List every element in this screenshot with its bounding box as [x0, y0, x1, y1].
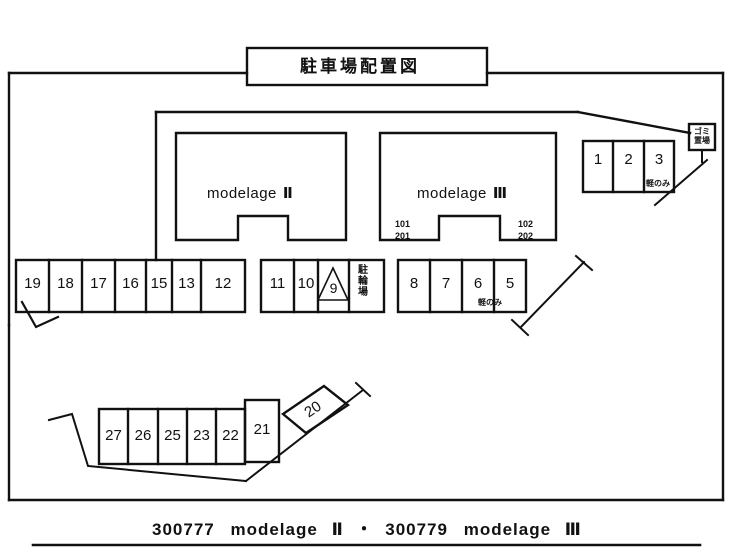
room-number-101: 101	[395, 219, 411, 229]
stall-block-left-row	[14, 258, 247, 314]
stall-label-1[interactable]: 1	[593, 151, 603, 168]
title-box	[245, 46, 489, 87]
stall-label-6[interactable]: 6	[473, 275, 483, 292]
bottom-left-boundary	[47, 412, 248, 483]
stall-label-9[interactable]: 9	[329, 280, 338, 296]
garbage-area-label: ゴミ 置場	[691, 127, 713, 145]
stall-label-15[interactable]: 15	[150, 275, 168, 292]
room-number-102: 102	[518, 219, 534, 229]
stall-label-27[interactable]: 27	[105, 427, 122, 444]
driveway-line-right	[653, 158, 709, 207]
stall-9-triangle	[316, 266, 350, 301]
stall-block-middle-row	[259, 258, 386, 314]
building-roman-text: Ⅲ	[492, 185, 508, 202]
driveway-tick-start	[510, 318, 530, 337]
stall-label-21[interactable]: 21	[253, 421, 271, 438]
stall-label-12[interactable]: 12	[214, 275, 232, 292]
stall-label-11[interactable]: 11	[269, 275, 286, 292]
stall-label-19[interactable]: 19	[24, 275, 41, 292]
building-roman-text: Ⅱ	[282, 185, 294, 202]
room-number-201: 201	[395, 231, 411, 241]
footer-caption: 300777 modelage Ⅱ ・ 300779 modelage Ⅲ	[152, 521, 582, 538]
left-boundary-tick	[20, 300, 60, 329]
stall-label-16[interactable]: 16	[122, 275, 139, 292]
stall-label-23[interactable]: 23	[193, 427, 210, 444]
stall-label-25[interactable]: 25	[164, 427, 181, 444]
bicycle-parking-label: 駐輪場	[358, 265, 368, 298]
stall-label-17[interactable]: 17	[90, 275, 107, 292]
kei-only-note-stall-3: 軽のみ	[646, 179, 670, 188]
page-title: 駐車場配置図	[300, 57, 420, 76]
room-number-202: 202	[518, 231, 534, 241]
stall-box-20-angled	[281, 384, 351, 435]
footer-separator: ・	[355, 520, 374, 539]
building-label-modelage-3: modelage Ⅲ	[417, 186, 508, 201]
driveway-line-middle	[519, 260, 586, 329]
footer-roman-left: Ⅱ	[331, 520, 344, 539]
stall-label-22[interactable]: 22	[222, 427, 239, 444]
stall-label-2[interactable]: 2	[624, 151, 633, 168]
driveway-tick-end	[574, 254, 594, 272]
stall-label-13[interactable]: 13	[178, 275, 195, 292]
footer-code-left: 300777	[152, 520, 215, 539]
footer-roman-right: Ⅲ	[564, 520, 582, 539]
stall-label-18[interactable]: 18	[57, 275, 74, 292]
building-name-text: modelage	[207, 185, 277, 202]
footer-code-right: 300779	[385, 520, 448, 539]
stall-label-26[interactable]: 26	[134, 427, 152, 444]
bottom-diagonal-tick	[354, 381, 372, 398]
building-name-text: modelage	[417, 185, 487, 202]
garbage-label-line1: ゴミ	[694, 127, 710, 136]
stall-block-top-right	[581, 139, 676, 194]
garbage-label-line2: 置場	[694, 136, 710, 145]
building-modelage-3	[378, 131, 558, 242]
stall-label-7[interactable]: 7	[441, 275, 451, 292]
bottom-right-diagonal	[244, 388, 365, 483]
footer-name-right: modelage	[463, 520, 552, 539]
stall-label-5[interactable]: 5	[505, 275, 515, 292]
building-label-modelage-2: modelage Ⅱ	[207, 186, 293, 201]
kei-only-note-stall-5: 軽のみ	[478, 298, 502, 307]
inner-boundary-diagonal	[576, 110, 692, 135]
stall-box-21	[243, 398, 281, 464]
stall-label-3[interactable]: 3	[654, 151, 664, 168]
stall-label-8[interactable]: 8	[409, 275, 419, 292]
building-modelage-2	[174, 131, 348, 242]
footer-name-left: modelage	[230, 520, 318, 539]
stall-label-10[interactable]: 10	[297, 275, 315, 292]
